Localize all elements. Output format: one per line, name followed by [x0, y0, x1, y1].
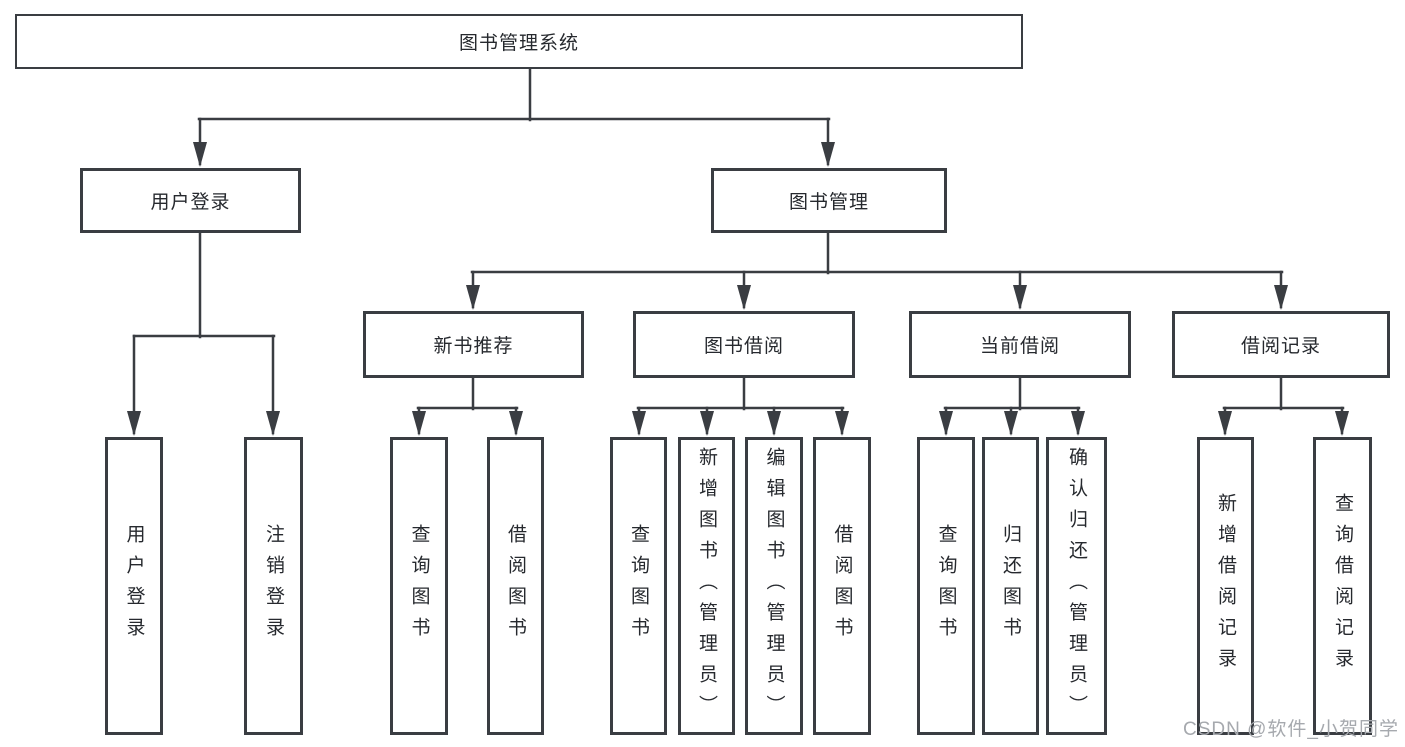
leaf-borrow-edit-books-label: 编辑图书（管理员） — [763, 446, 785, 726]
root-box-library-system: 图书管理系统 — [15, 14, 1023, 69]
branch-user-login-label: 用户登录 — [150, 192, 231, 213]
leaf-box-rec-borrow-books: 借阅图书 — [487, 437, 544, 735]
module-new-book-recommend-label: 新书推荐 — [433, 336, 514, 357]
leaf-box-borrow-borrow-books: 借阅图书 — [813, 437, 871, 735]
leaf-borrow-borrow-books-label: 借阅图书 — [831, 524, 853, 648]
module-book-borrow-label: 图书借阅 — [703, 336, 784, 357]
leaf-box-current-confirm-return: 确认归还（管理员） — [1046, 437, 1107, 735]
leaf-box-records-add-record: 新增借阅记录 — [1197, 437, 1254, 735]
leaf-box-user-login: 用户登录 — [105, 437, 163, 735]
root-label: 图书管理系统 — [458, 33, 579, 54]
csdn-watermark: CSDN @软件_小贺同学 — [1183, 719, 1399, 740]
branch-box-user-login: 用户登录 — [80, 168, 301, 233]
leaf-box-records-query-record: 查询借阅记录 — [1313, 437, 1372, 735]
leaf-box-logout: 注销登录 — [244, 437, 303, 735]
leaf-box-borrow-add-books: 新增图书（管理员） — [678, 437, 735, 735]
branch-box-book-management: 图书管理 — [711, 168, 947, 233]
leaf-box-borrow-edit-books: 编辑图书（管理员） — [745, 437, 803, 735]
leaf-box-borrow-query-books: 查询图书 — [610, 437, 667, 735]
leaf-borrow-query-books-label: 查询图书 — [628, 524, 649, 648]
leaf-current-confirm-return-label: 确认归还（管理员） — [1066, 446, 1087, 726]
leaf-current-query-books-label: 查询图书 — [935, 524, 957, 648]
leaf-rec-borrow-books-label: 借阅图书 — [505, 524, 526, 648]
module-box-borrow-records: 借阅记录 — [1172, 311, 1390, 378]
leaf-records-query-record-label: 查询借阅记录 — [1332, 493, 1353, 679]
module-current-borrow-label: 当前借阅 — [979, 336, 1060, 357]
leaf-user-login-label: 用户登录 — [123, 524, 145, 648]
module-borrow-records-label: 借阅记录 — [1240, 336, 1321, 357]
leaf-current-return-books-label: 归还图书 — [1000, 524, 1021, 648]
branch-book-management-label: 图书管理 — [788, 192, 869, 213]
leaf-records-add-record-label: 新增借阅记录 — [1215, 493, 1236, 679]
leaf-borrow-add-books-label: 新增图书（管理员） — [696, 446, 717, 726]
leaf-box-rec-query-books: 查询图书 — [390, 437, 448, 735]
leaf-logout-label: 注销登录 — [263, 524, 284, 648]
module-box-new-book-recommend: 新书推荐 — [363, 311, 584, 378]
leaf-box-current-return-books: 归还图书 — [982, 437, 1039, 735]
leaf-rec-query-books-label: 查询图书 — [408, 524, 430, 648]
leaf-box-current-query-books: 查询图书 — [917, 437, 975, 735]
module-box-current-borrow: 当前借阅 — [909, 311, 1131, 378]
module-box-book-borrow: 图书借阅 — [633, 311, 855, 378]
